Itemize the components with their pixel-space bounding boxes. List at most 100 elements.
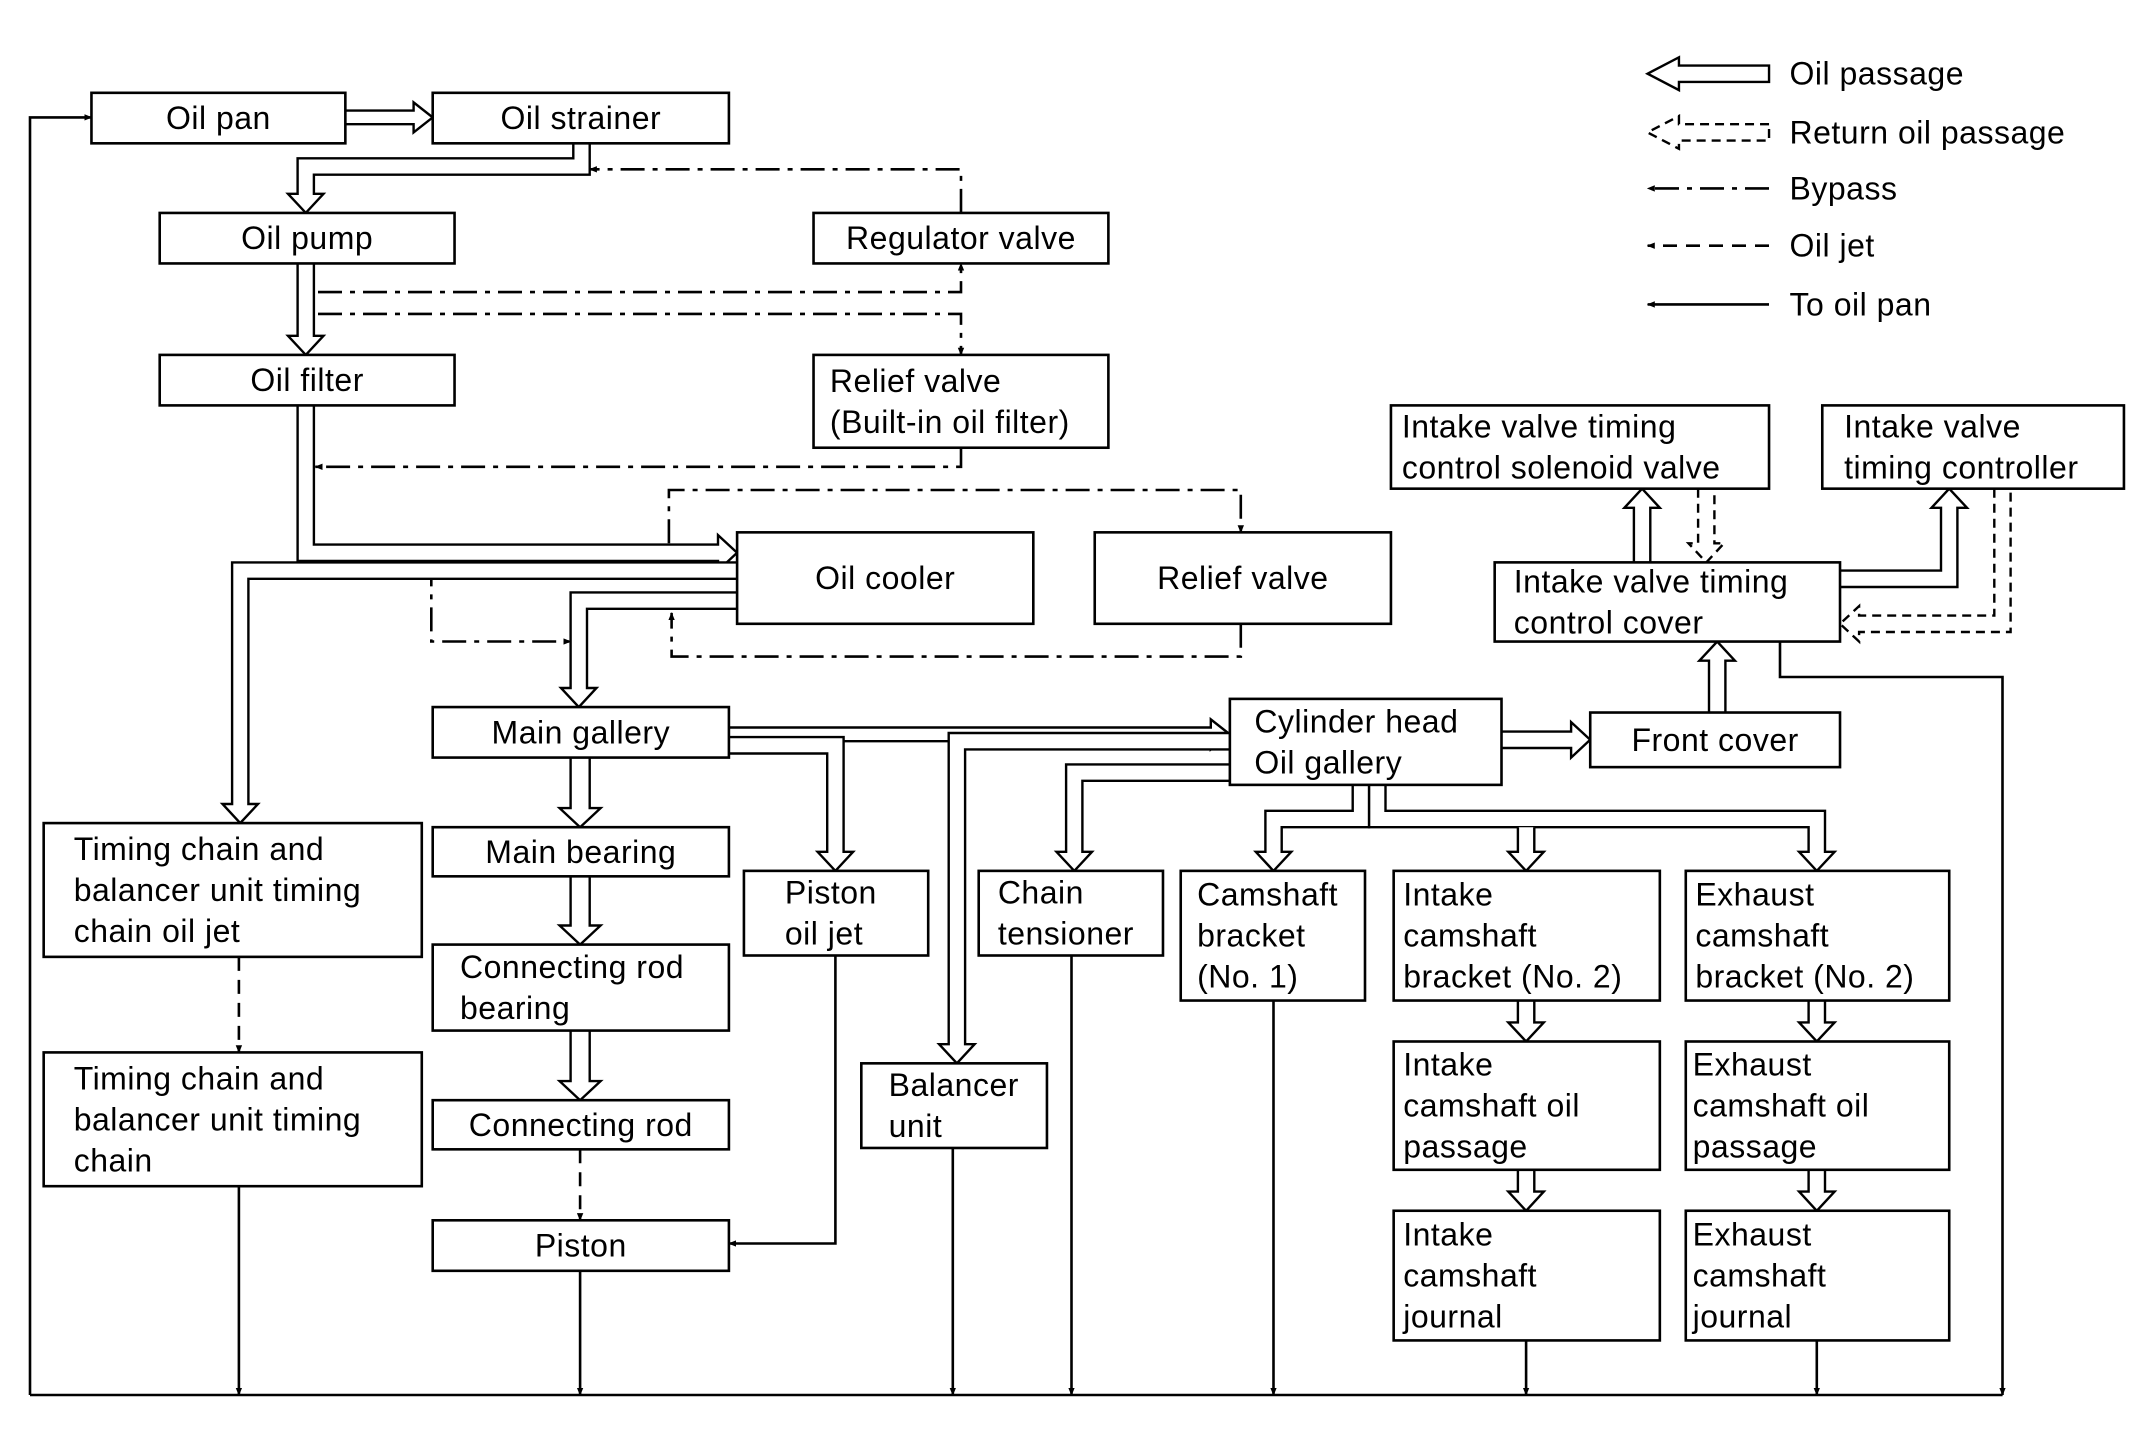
box-timing-chain-line: Timing chain and xyxy=(74,1060,325,1096)
oil-passage-gallery-to-main-bearing xyxy=(556,757,604,829)
legend-label: To oil pan xyxy=(1790,286,1932,322)
box-piston-oil-jet-frame xyxy=(742,869,930,957)
return-oil-passage-controller-to-cover xyxy=(1838,488,2012,645)
bypass-arrow-relief-return xyxy=(668,612,1243,658)
box-piston-oil-jet-line: Piston xyxy=(785,875,877,911)
box-piston: Piston xyxy=(431,1219,731,1273)
oil-passage-pan-to-strainer xyxy=(345,99,435,135)
oil-passage-gallery-to-piston-jet xyxy=(728,735,856,873)
bypass-arrow-to-cooler-relief xyxy=(667,488,1245,544)
box-camshaft-bracket-1-line: bracket xyxy=(1197,918,1305,954)
oil-passage-rod-bearing-to-rod xyxy=(556,1030,604,1102)
box-intake-oil-passage-line: Intake xyxy=(1403,1047,1493,1083)
oil-passage-head-to-front-cover xyxy=(1501,719,1592,761)
box-intake-bracket-2-frame xyxy=(1392,869,1662,1002)
oil-passage-front-to-ivt-cover xyxy=(1696,639,1738,713)
box-chain-tensioner-line: tensioner xyxy=(998,916,1134,952)
box-oil-cooler-line: Oil cooler xyxy=(815,560,955,596)
box-exhaust-oil-passage-frame xyxy=(1684,1040,1951,1172)
box-intake-journal-line: journal xyxy=(1402,1299,1503,1335)
oil-passage-exhaust-passage-to-journal xyxy=(1796,1169,1838,1213)
box-timing-chain-line: chain xyxy=(74,1142,153,1178)
legend-sample-0 xyxy=(1644,55,1771,93)
to-oil-pan-arrow-piston-oil-jet xyxy=(728,955,837,1247)
box-exhaust-oil-passage-line: passage xyxy=(1693,1129,1817,1165)
box-camshaft-bracket-1-line: Camshaft xyxy=(1197,877,1338,913)
box-oil-strainer-line: Oil strainer xyxy=(500,100,661,136)
box-ivt-solenoid-line: control solenoid valve xyxy=(1402,450,1721,486)
box-timing-chain-line: balancer unit timing xyxy=(74,1101,361,1137)
oil-passage-head-to-camshaft-bracket-1 xyxy=(1253,784,1371,873)
to-oil-pan-arrow-ivt-cover xyxy=(1778,641,2006,1396)
box-intake-bracket-2-line: camshaft xyxy=(1403,918,1537,954)
box-oil-filter-line: Oil filter xyxy=(250,362,363,398)
box-exhaust-journal-line: Exhaust xyxy=(1693,1217,1812,1253)
box-relief-valve-cooler-line: Relief valve xyxy=(1157,560,1328,596)
box-cylinder-head-gallery-line: Oil gallery xyxy=(1254,744,1402,780)
box-exhaust-journal: Exhaust camshaft journal xyxy=(1684,1209,1951,1342)
box-exhaust-journal-line: camshaft xyxy=(1693,1258,1827,1294)
box-camshaft-bracket-1-frame xyxy=(1179,869,1367,1002)
box-main-gallery-frame xyxy=(431,705,731,759)
box-intake-oil-passage-line: camshaft oil xyxy=(1403,1088,1580,1124)
box-regulator-valve-frame xyxy=(812,211,1110,265)
box-intake-journal-frame xyxy=(1392,1209,1662,1342)
box-intake-bracket-2-line: bracket (No. 2) xyxy=(1403,959,1622,995)
oil-passage-main-to-rod-bearing xyxy=(556,876,604,947)
legend-label: Return oil passage xyxy=(1790,114,2066,150)
box-oil-cooler: Oil cooler xyxy=(735,531,1035,626)
box-main-bearing-frame xyxy=(431,825,731,878)
oil-passage-exhaust-bracket-to-passage xyxy=(1796,1000,1838,1044)
box-exhaust-bracket-2-line: camshaft xyxy=(1695,918,1829,954)
box-oil-filter-frame xyxy=(158,353,456,407)
oil-passage-head-to-tensioner xyxy=(1053,763,1230,873)
box-balancer-unit-line: unit xyxy=(889,1108,943,1144)
box-exhaust-bracket-2-frame xyxy=(1684,869,1951,1002)
box-timing-chain-oil-jet-line: balancer unit timing xyxy=(74,872,361,908)
oil-passage-cover-to-controller xyxy=(1840,486,1970,589)
box-chain-tensioner-frame xyxy=(977,869,1165,957)
oil-passage-cooler-to-gallery xyxy=(558,591,738,709)
box-ivt-cover-frame xyxy=(1493,561,1842,643)
return-oil-passage-solenoid-to-cover xyxy=(1685,488,1727,565)
oil-passage-head-to-intake-bracket xyxy=(1505,827,1547,873)
box-balancer-unit-line: Balancer xyxy=(889,1067,1019,1103)
box-connecting-rod-bearing-line: Connecting rod xyxy=(460,949,684,985)
oil-passage-strainer-to-pump xyxy=(285,143,591,215)
box-relief-valve-filter-frame xyxy=(812,353,1110,450)
box-oil-cooler-frame xyxy=(735,531,1035,626)
box-timing-chain-oil-jet-line: chain oil jet xyxy=(74,913,241,949)
box-timing-chain-oil-jet: Timing chain and balancer unit timing chai… xyxy=(42,821,424,959)
box-relief-valve-filter-line: (Built-in oil filter) xyxy=(830,404,1070,440)
box-ivt-cover-line: Intake valve timing xyxy=(1514,563,1789,599)
oil-passage-intake-bracket-to-passage xyxy=(1505,1000,1547,1044)
box-oil-filter: Oil filter xyxy=(158,353,456,407)
box-relief-valve-cooler: Relief valve xyxy=(1093,531,1393,626)
legend-label: Oil passage xyxy=(1790,56,1964,92)
box-ivt-solenoid-frame xyxy=(1389,404,1771,490)
bypass-arrow-relief-to-filter xyxy=(314,447,963,470)
box-front-cover-line: Front cover xyxy=(1631,722,1798,758)
box-relief-valve-filter: Relief valve(Built-in oil filter) xyxy=(812,353,1110,450)
box-balancer-unit: Balancer unit xyxy=(860,1062,1049,1150)
legend-label: Bypass xyxy=(1790,170,1898,206)
box-exhaust-journal-line: journal xyxy=(1692,1299,1793,1335)
box-intake-journal-line: Intake xyxy=(1403,1217,1493,1253)
box-main-gallery: Main gallery xyxy=(431,705,731,759)
box-balancer-unit-frame xyxy=(860,1062,1049,1150)
box-oil-strainer: Oil strainer xyxy=(431,91,731,145)
box-ivt-controller-frame xyxy=(1820,404,2126,490)
box-regulator-valve-line: Regulator valve xyxy=(846,220,1076,256)
box-cylinder-head-gallery-frame xyxy=(1228,697,1503,787)
box-timing-chain-oil-jet-line: Timing chain and xyxy=(74,831,325,867)
box-ivt-controller-line: timing controller xyxy=(1844,450,2078,486)
legend-label: Oil jet xyxy=(1790,228,1875,264)
